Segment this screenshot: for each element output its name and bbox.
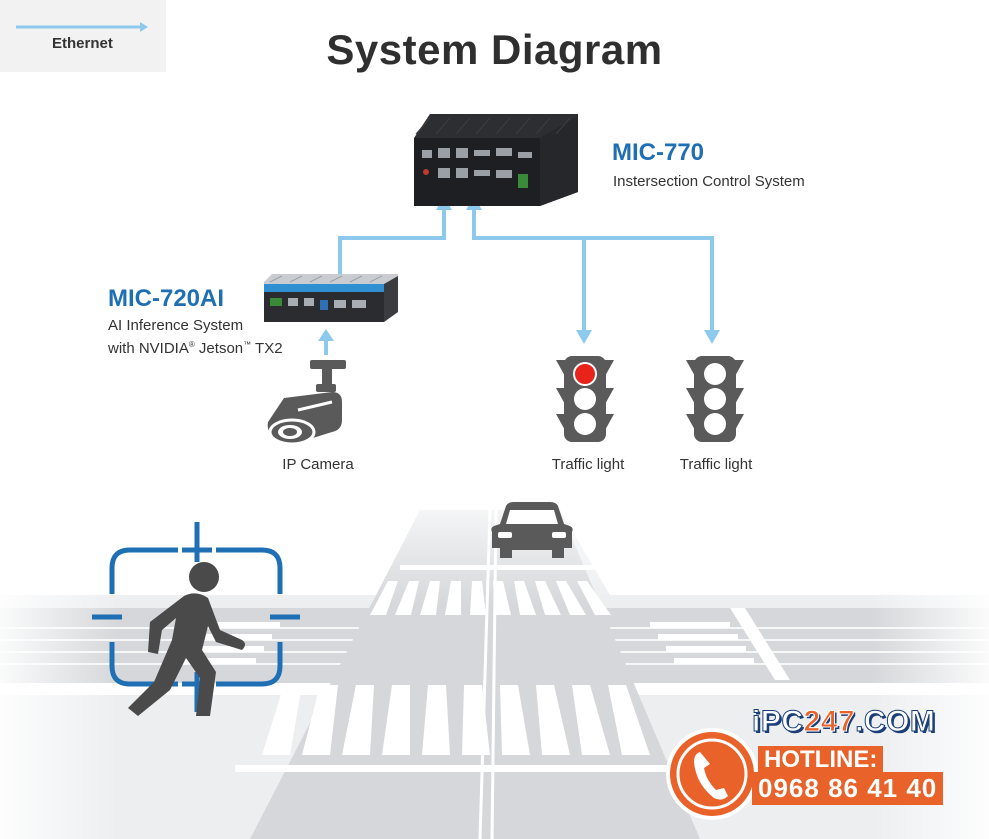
ip-camera-label: IP Camera: [282, 456, 354, 473]
jetson-text: Jetson: [194, 340, 244, 357]
mic720ai-name: MIC-720AI: [108, 285, 225, 312]
mic720ai-description-line2: with NVIDIA® Jetson™ TX2: [108, 335, 283, 358]
registered-mark: ®: [188, 340, 195, 349]
mic720ai-description-line1: AI Inference System: [108, 317, 244, 334]
trademark-mark: ™: [243, 340, 252, 349]
pedestrian-detection-frame: [92, 522, 300, 716]
traffic-light-icon-2: [686, 356, 744, 442]
red-lamp: [573, 362, 597, 386]
hotline-label: HOTLINE:: [758, 746, 884, 774]
hotline-number[interactable]: 0968 86 41 40: [752, 772, 944, 805]
tx2-text: TX2: [251, 340, 283, 357]
ethernet-legend-arrow: [16, 22, 148, 32]
mic720ai-device-image: [264, 274, 398, 322]
car-icon: [491, 502, 573, 558]
brand-name-c: .COM: [855, 705, 936, 739]
legend-box: Ethernet: [0, 0, 166, 72]
page-title: System Diagram: [326, 26, 663, 73]
traffic-light-icon-1: [556, 356, 614, 442]
brand-logo-text: iPC247.COM: [752, 705, 936, 739]
brand-name-b: 247: [803, 705, 856, 739]
ethernet-connections: [318, 196, 720, 355]
brand-name-a: iPC: [752, 705, 804, 739]
traffic-light-label-2: Traffic light: [679, 456, 753, 473]
mic770-description: Instersection Control System: [613, 173, 805, 190]
legend-label: Ethernet: [52, 35, 113, 52]
ip-camera-icon: [267, 360, 346, 446]
traffic-light-label-1: Traffic light: [551, 456, 625, 473]
mic770-name: MIC-770: [612, 139, 705, 166]
phone-icon: [666, 728, 758, 820]
pedestrian-icon: [128, 562, 245, 716]
mic720ai-description: AI Inference System with NVIDIA® Jetson™…: [108, 316, 283, 358]
mic770-device-image: [414, 114, 578, 206]
nvidia-text: with NVIDIA: [108, 340, 189, 357]
